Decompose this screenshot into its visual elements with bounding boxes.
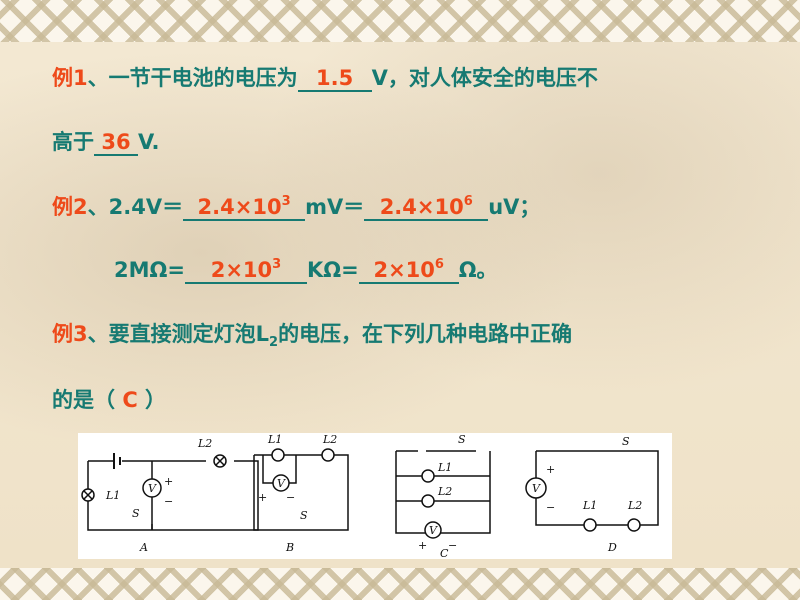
voltmeter-c: V [429,524,438,537]
q2-mid: mV＝ [305,195,365,219]
q3-sub: 2 [269,335,279,351]
q3-answer: C [122,388,138,412]
q2-answer-3: 2×103 [184,253,307,284]
switch-b: S [300,509,308,522]
lamp2-a: L2 [197,437,212,450]
q3-label: 例3 [52,322,88,346]
label-b: B [285,541,294,554]
circuit-c: V L1 L2 S + − C [395,433,491,560]
sep: 、 [87,195,109,219]
q1-text-c: 高于 [52,130,94,154]
b2: 2×10 [373,258,435,282]
sep: 、 [87,322,109,346]
voltmeter-d: V [532,482,541,495]
switch-c: S [458,433,466,446]
q3-text-c: 的是（ [52,388,115,412]
q3-text-b: 的电压，在下列几种电路中正确 [278,322,573,346]
a1: 2.4×10 [197,195,282,219]
switch-a: S [132,507,140,520]
plus-d: + [546,463,555,476]
q1-label: 例1 [52,66,88,90]
q1-text-b: V，对人体安全的电压不 [371,66,598,90]
lamp1-c: L1 [437,461,452,474]
q2-end: uV； [488,195,541,219]
label-a: A [139,541,148,554]
decorative-border-bottom [0,568,800,600]
voltmeter-a: V [148,482,157,495]
minus-c: − [448,539,457,552]
plus-a: + [164,475,173,488]
circuit-diagrams: V L1 L2 S + − A V L1 L2 S + − B V L1 L2 … [78,433,672,560]
label-d: D [607,541,617,554]
plus-c: + [418,539,427,552]
q2-lhs: 2.4V＝ [108,195,184,219]
q3-text-d: ） [145,388,167,412]
q2-answer-1: 2.4×103 [183,190,306,221]
circuit-b: V L1 L2 S + − B [253,433,349,554]
q3-text-a: 要直接测定灯泡L [108,322,270,346]
q1-text-d: V. [138,130,160,154]
minus-b: − [286,491,295,504]
q1-answer-a: 1.5 [297,66,372,92]
q2-end2: Ω。 [458,258,498,282]
lamp1-d: L1 [582,499,597,512]
q1-text: 一节干电池的电压为 [108,66,298,90]
q1-answer-b: 36 [94,130,138,156]
q2-lhs2: 2MΩ= [114,258,185,282]
plus-b: + [258,491,267,504]
sep: 、 [87,66,109,90]
b1: 2×10 [210,258,273,282]
label-c: C [440,547,449,559]
minus-d: − [546,501,555,514]
q2-mid2: KΩ= [306,258,359,282]
lamp1-b: L1 [267,433,282,446]
decorative-border-top [0,0,800,42]
q3-line2: 的是（ C ） [52,384,166,414]
a2: 2.4×10 [379,195,464,219]
a1-exp: 3 [281,194,291,209]
minus-a: − [164,495,173,508]
circuit-a: V L1 L2 S + − A [81,437,259,554]
a2-exp: 6 [463,194,473,209]
q3-line1: 例3、要直接测定灯泡L2的电压，在下列几种电路中正确 [52,318,572,350]
q2-label: 例2 [52,195,88,219]
q2-answer-2: 2.4×106 [364,190,489,221]
lamp2-b: L2 [322,433,337,446]
circuit-d: V L1 L2 S + − D [525,435,659,554]
lamp2-d: L2 [627,499,642,512]
voltmeter-b: V [277,477,286,490]
lamp2-c: L2 [437,485,452,498]
switch-d: S [622,435,630,448]
b1-exp: 3 [272,257,282,272]
lamp1-a: L1 [105,489,120,502]
q2-answer-4: 2×106 [358,253,459,284]
b2-exp: 6 [434,257,444,272]
